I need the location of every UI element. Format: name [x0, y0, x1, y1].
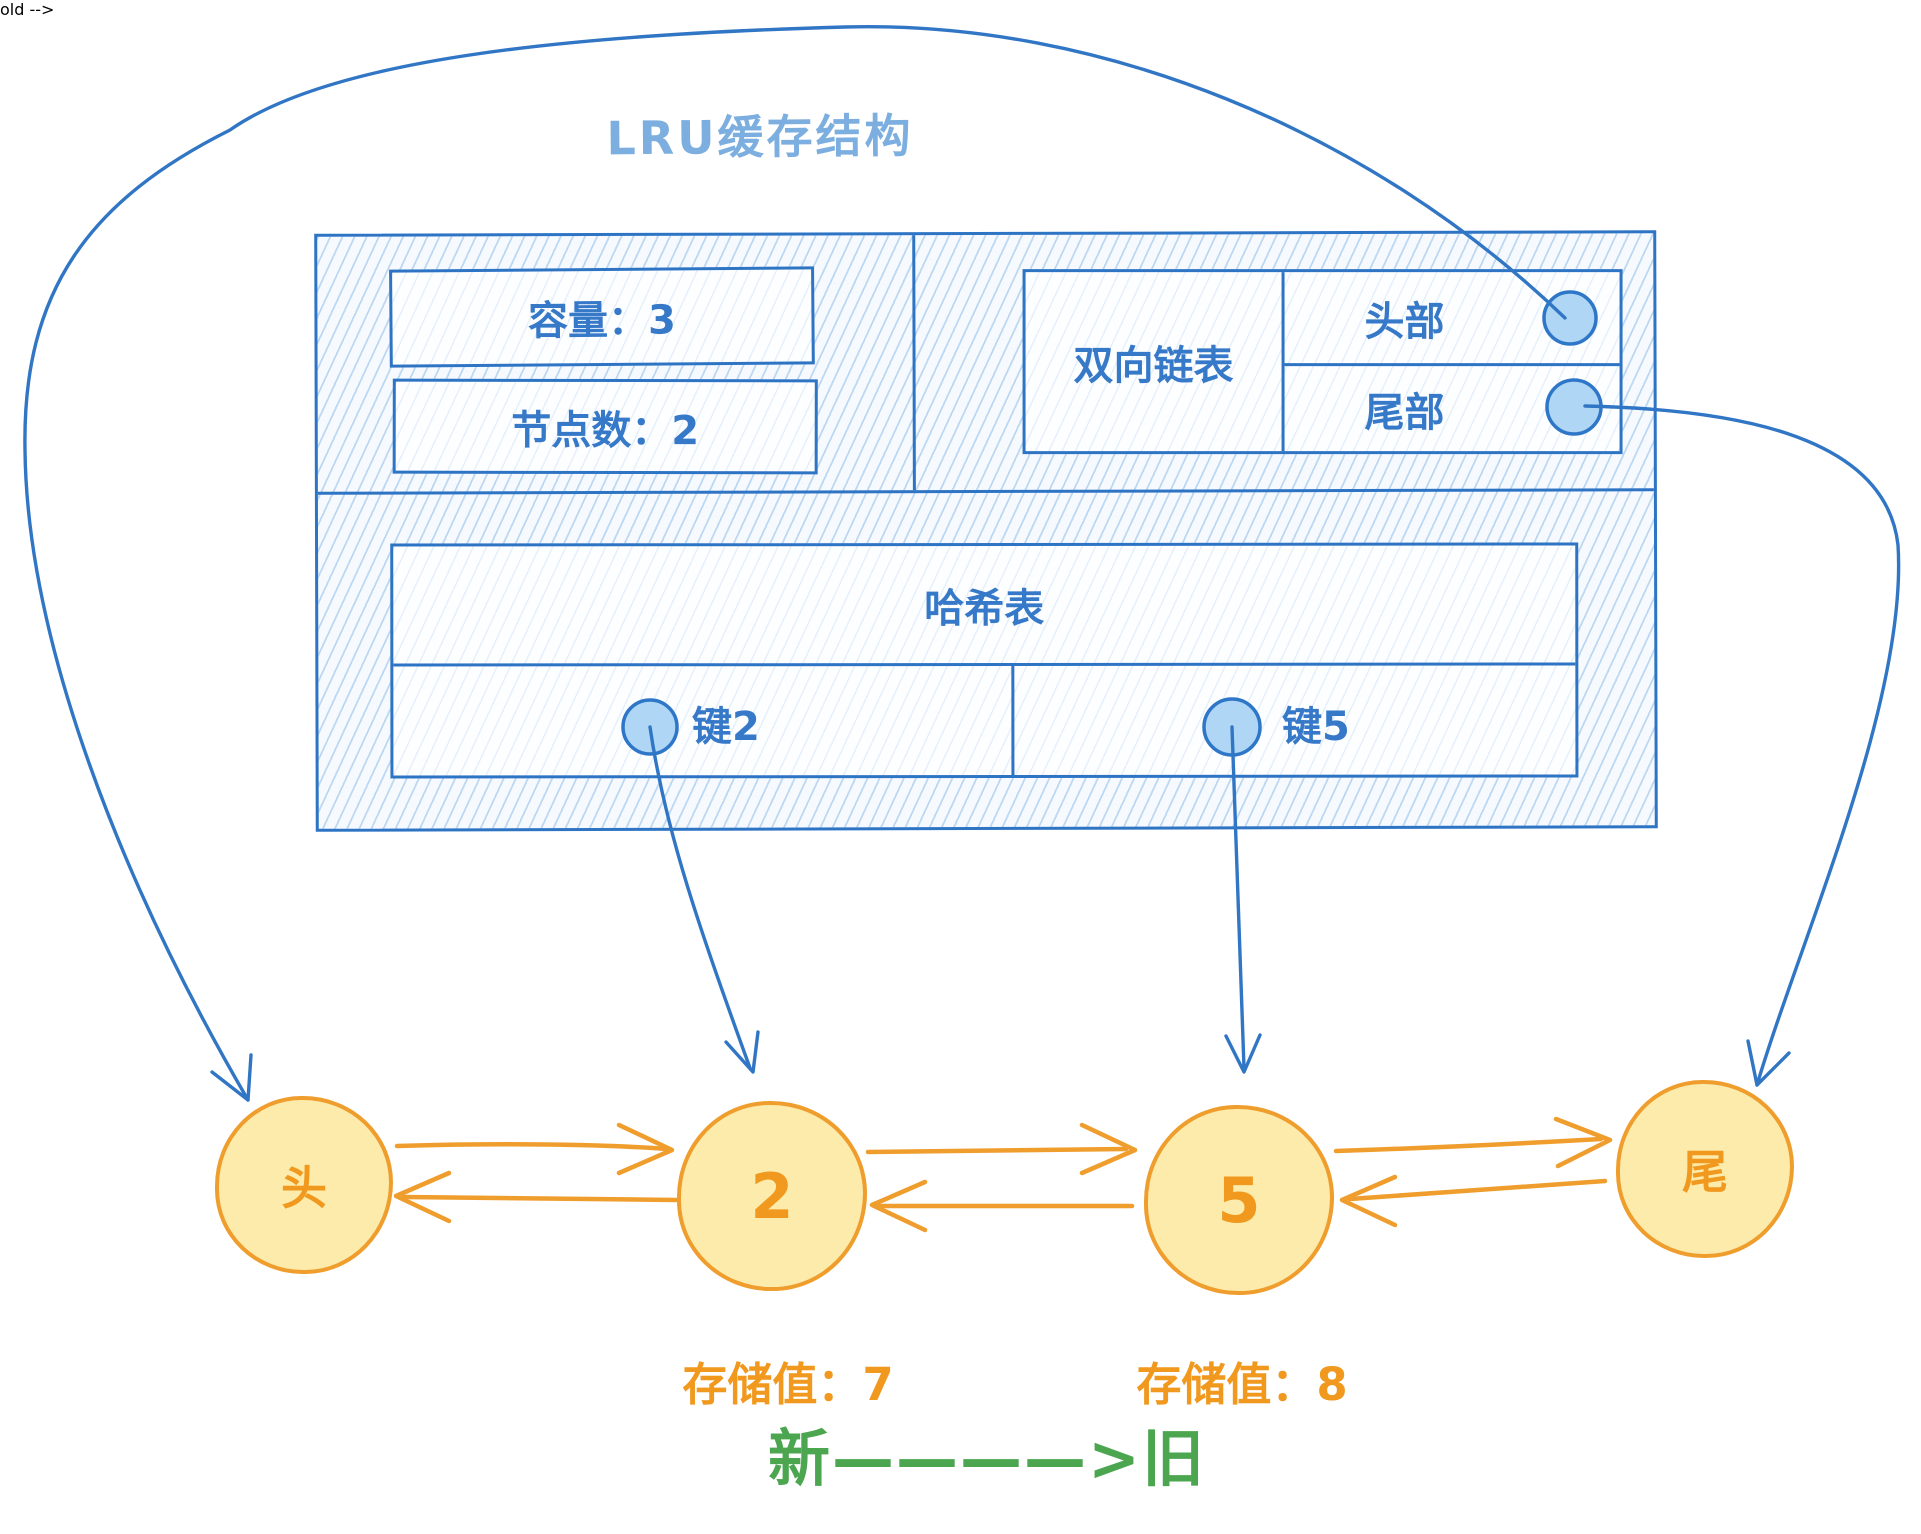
link-head-to-2	[394, 1142, 669, 1152]
node-count-box: 节点数：2	[392, 378, 818, 475]
hash-cell-divider	[1011, 665, 1015, 775]
hash-key-5-label: 键5	[1282, 704, 1350, 750]
link-head-to-2-arrowhead	[616, 1122, 675, 1176]
dll-head-cell: 头部	[1285, 272, 1620, 363]
hash-table-header: 哈希表	[393, 545, 1575, 663]
node-count-label: 节点数：2	[511, 407, 700, 454]
link-5-to-tail	[1333, 1136, 1604, 1154]
node-2-label: 2	[750, 1159, 794, 1233]
orange-link-arrows	[393, 1116, 1613, 1233]
dll-box: 双向链表 头部 尾部	[1022, 269, 1623, 455]
diagram-title: LRU缓存结构	[606, 108, 914, 166]
node-tail: 尾	[1616, 1080, 1794, 1258]
node-2: 2	[677, 1101, 867, 1291]
hash-key-2-label: 键2	[692, 704, 760, 750]
cache-structure-box: 容量：3 节点数：2 双向链表 头部 尾部 哈希表	[314, 230, 1658, 832]
capacity-box: 容量：3	[389, 266, 815, 368]
node-5: 5	[1144, 1105, 1334, 1295]
hash-table-label: 哈希表	[924, 585, 1045, 632]
dll-tail-label: 尾部	[1364, 389, 1445, 436]
section-divider	[317, 488, 1654, 495]
hash-table-box: 哈希表	[390, 542, 1579, 779]
hash-header-divider	[393, 662, 1576, 667]
link-2-to-5-arrowhead	[1079, 1122, 1138, 1176]
dll-head-label: 头部	[1364, 298, 1445, 345]
link-5-to-tail-arrowhead	[1553, 1116, 1613, 1169]
dll-label: 双向链表	[1073, 342, 1234, 389]
capacity-label: 容量：3	[527, 297, 677, 345]
tail-pointer-arrowhead	[1746, 1039, 1791, 1087]
link-tail-to-5	[1347, 1178, 1608, 1202]
new-to-old-legend: 新————>旧	[768, 1422, 1206, 1495]
key2-pointer-arrowhead	[724, 1030, 760, 1074]
dll-label-cell: 双向链表	[1026, 272, 1282, 451]
link-5-to-2-arrowhead	[869, 1179, 928, 1233]
link-2-to-5	[865, 1146, 1129, 1155]
key5-pointer-arrowhead	[1224, 1033, 1262, 1074]
node-5-label: 5	[1217, 1163, 1261, 1237]
link-2-to-head-arrowhead	[393, 1170, 452, 1224]
node-head: 头	[215, 1096, 393, 1274]
node-head-label: 头	[281, 1161, 327, 1215]
top-section-divider	[912, 235, 916, 491]
node-tail-label: 尾	[1682, 1145, 1728, 1199]
dll-tail-cell: 尾部	[1285, 366, 1620, 451]
head-pointer-arrowhead	[210, 1053, 253, 1102]
node-2-value-label: 存储值：7	[682, 1358, 894, 1411]
node-5-value-label: 存储值：8	[1136, 1358, 1348, 1411]
link-tail-to-5-arrowhead	[1339, 1174, 1398, 1228]
link-2-to-head	[401, 1194, 679, 1203]
